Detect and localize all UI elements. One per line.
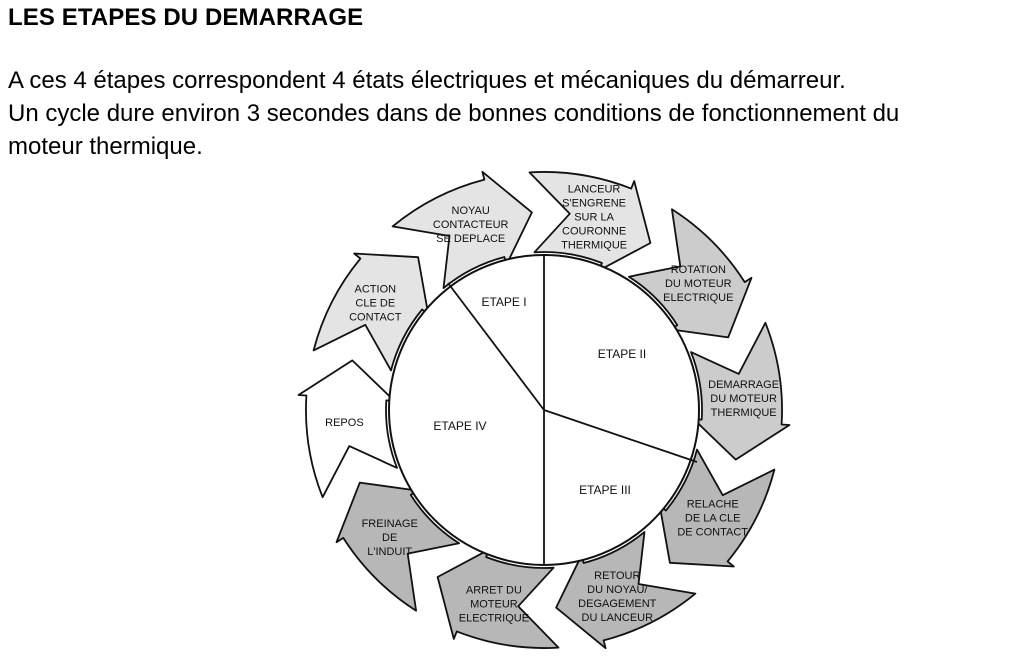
cycle-arrow-arret-du-moteur-electrique — [436, 548, 560, 649]
stage-divider — [543, 409, 698, 463]
cycle-arrow-label-line: L'INDUIT — [367, 546, 412, 558]
cycle-arrow-label-line: DEGAGEMENT — [578, 598, 657, 610]
cycle-arrow-lanceur-s-engrene-sur-la-couronne-thermique — [528, 171, 652, 272]
cycle-arrow-label: ROTATION DU MOTEUR ELECTRIQUE — [663, 264, 733, 304]
page-title: LES ETAPES DU DEMARRAGE — [8, 4, 364, 31]
cycle-arrow-rotation-du-moteur-electrique — [628, 208, 753, 339]
stage-label-4: ETAPE IV — [433, 419, 486, 433]
intro-text: A ces 4 étapes correspondent 4 états éle… — [8, 64, 1032, 163]
cycle-arrow-label-line: DEMARRAGE — [708, 379, 779, 391]
cycle-arrow-label-line: REPOS — [325, 417, 364, 429]
cycle-arrow-label-line: ROTATION — [671, 264, 726, 276]
cycle-arrow-label-line: SUR LA — [574, 211, 614, 223]
cycle-arrow-label: NOYAU CONTACTEUR SE DEPLACE — [433, 205, 509, 245]
cycle-arrow-label-line: ARRET DU — [466, 585, 522, 597]
intro-line-1: A ces 4 étapes correspondent 4 états éle… — [8, 67, 846, 94]
cycle-arrows: REPOS ACTION CLE DE CONTACT NOYAU CONTACTEUR S… — [297, 170, 791, 650]
cycle-arrow-demarrage-du-moteur-thermique — [690, 321, 791, 461]
cycle-arrow-label-line: ACTION — [355, 284, 397, 296]
cycle-arrow-label-line: DU MOTEUR — [665, 278, 732, 290]
cycle-arrow-relache-de-la-cle-de-contact — [658, 448, 776, 568]
cycle-arrow-action-cle-de-contact — [312, 252, 430, 372]
cycle-arrow-label-line: NOYAU — [452, 205, 490, 217]
cycle-arrow-label: ACTION CLE DE CONTACT — [349, 284, 402, 324]
cycle-arrow-label-line: ELECTRIQUE — [663, 292, 733, 304]
cycle-arrow-label-line: DU MOTEUR — [710, 393, 777, 405]
cycle-arrow-retour-du-noyau-degagement-du-lanceur — [555, 531, 697, 650]
cycle-arrow-label-line: ELECTRIQUE — [459, 613, 529, 625]
cycle-arrow-label-line: SE DEPLACE — [436, 233, 505, 245]
cycle-arrow-label-line: DE CONTACT — [677, 527, 748, 539]
cycle-arrow-label-line: CLE DE — [355, 298, 395, 310]
cycle-arrow-label-line: FREINAGE — [362, 518, 418, 530]
cycle-arrow-label-line: COURONNE — [562, 225, 626, 237]
stage-label-3: ETAPE III — [579, 483, 631, 497]
cycle-arrow-label-line: RETOUR — [594, 570, 640, 582]
stage-label-1: ETAPE I — [481, 295, 526, 309]
cycle-arrow-label-line: DE LA CLE — [685, 513, 741, 525]
cycle-arrow-label-line: DU NOYAU/ — [587, 584, 648, 596]
intro-line-3: moteur thermique. — [8, 133, 203, 160]
cycle-arrow-freinage-de-l-induit — [335, 481, 460, 612]
cycle-arrow-label: DEMARRAGE DU MOTEUR THERMIQUE — [708, 379, 779, 419]
cycle-arrow-label-line: CONTACT — [349, 312, 402, 324]
stage-label-2: ETAPE II — [598, 347, 646, 361]
cycle-arrow-label-line: RELACHE — [687, 499, 739, 511]
cycle-arrow-label-line: DU LANCEUR — [582, 612, 654, 624]
cycle-arrow-label: RETOUR DU NOYAU/DEGAGEMENT DU LANCEUR — [578, 570, 657, 624]
stage-pie: ETAPE I ETAPE II ETAPE III ETAPE IV — [388, 254, 700, 566]
cycle-arrow-label: FREINAGE DE L'INDUIT — [362, 518, 418, 558]
cycle-arrow-label: RELACHE DE LA CLE DE CONTACT — [677, 499, 748, 539]
cycle-arrow-repos — [297, 359, 398, 499]
cycle-arrow-label: ARRET DU MOTEUR ELECTRIQUE — [459, 585, 529, 625]
intro-line-2: Un cycle dure environ 3 secondes dans de… — [8, 100, 900, 127]
cycle-arrow-noyau-contacteur-se-deplace — [391, 170, 533, 289]
stage-divider — [447, 282, 545, 411]
cycle-arrow-label-line: CONTACTEUR — [433, 219, 509, 231]
cycle-arrow-label-line: THERMIQUE — [711, 407, 777, 419]
cycle-arrow-label-line: S'ENGRENE — [562, 197, 626, 209]
cycle-arrow-label-line: LANCEUR — [568, 183, 621, 195]
cycle-arrow-label-line: DE — [382, 532, 397, 544]
cycle-arrow-label-line: MOTEUR — [470, 599, 518, 611]
cycle-arrow-label-line: THERMIQUE — [561, 239, 627, 251]
cycle-arrow-label: LANCEUR S'ENGRENE SUR LA COURONNE THERMIQUE — [561, 183, 627, 251]
cycle-arrow-label: REPOS — [325, 417, 364, 429]
